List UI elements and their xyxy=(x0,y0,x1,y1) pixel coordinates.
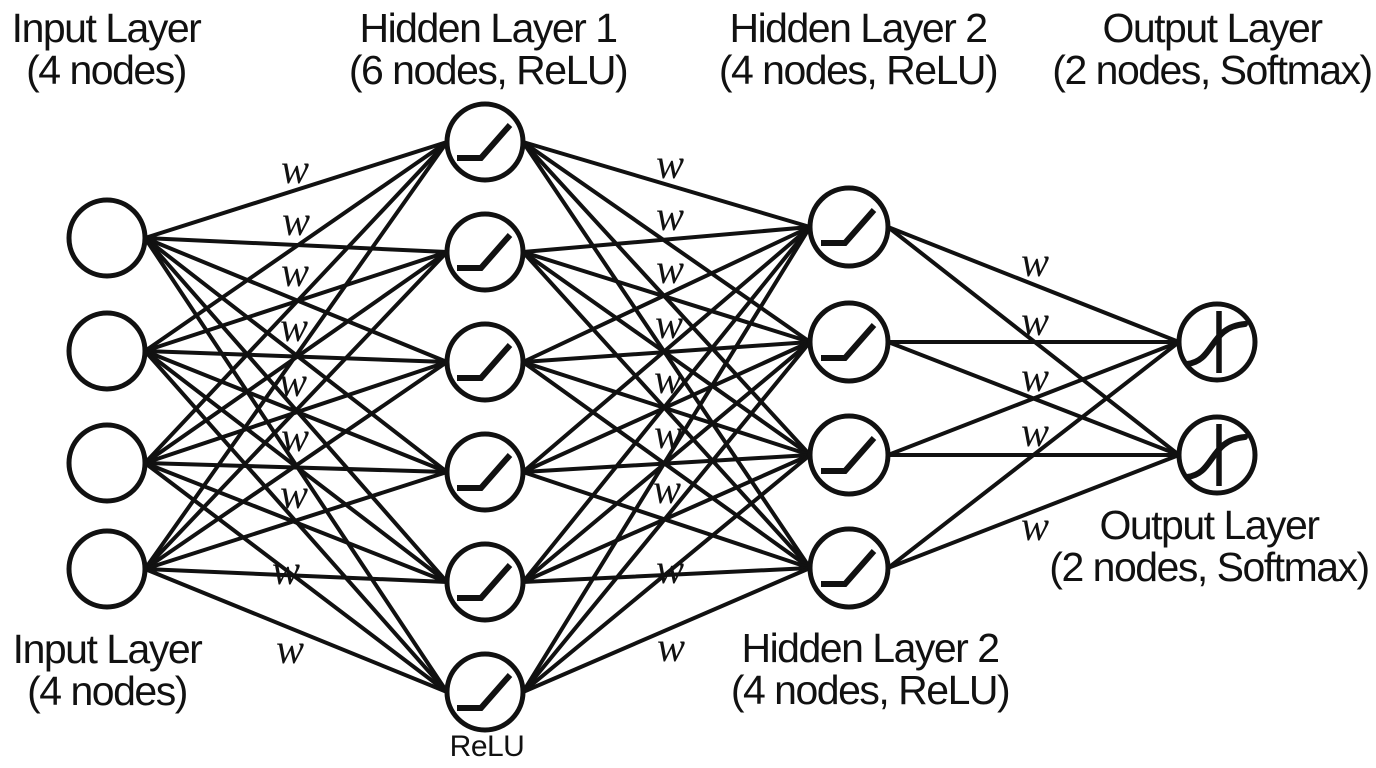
connection-line xyxy=(521,225,812,254)
footer-line: (2 nodes, Softmax) xyxy=(1049,544,1370,590)
header-line: Input Layer xyxy=(11,5,202,51)
relu-glyph xyxy=(821,208,877,246)
footer-line: (4 nodes) xyxy=(27,668,188,714)
hidden-layer-2-header: Hidden Layer 2 (4 nodes, ReLU) xyxy=(718,5,999,93)
connection-line xyxy=(521,566,812,694)
weight-label: w xyxy=(279,472,309,518)
relu-glyph xyxy=(457,673,513,711)
hidden2-node-4 xyxy=(807,526,891,610)
weight-label: w xyxy=(654,302,684,348)
header-line: (4 nodes, ReLU) xyxy=(718,47,999,93)
input-node-3 xyxy=(66,422,148,504)
connection-line xyxy=(143,360,449,571)
footer-line: Input Layer xyxy=(12,626,203,672)
weight-label: w xyxy=(275,627,305,673)
connection-line xyxy=(143,140,449,353)
connection-line xyxy=(886,340,1181,570)
connection-line xyxy=(521,225,812,364)
hidden-layer-1-header: Hidden Layer 1 (6 nodes, ReLU) xyxy=(348,5,629,93)
header-line: (4 nodes) xyxy=(26,47,187,93)
input-layer-footer: Input Layer (4 nodes) xyxy=(12,626,203,714)
weight-label: w xyxy=(655,247,685,293)
weight-label: w xyxy=(280,147,310,193)
connection-line xyxy=(521,225,812,584)
connection-line xyxy=(143,140,449,465)
hidden1-node-3 xyxy=(444,321,526,403)
softmax-glyph-curve xyxy=(1184,321,1248,367)
input-layer-header: Input Layer (4 nodes) xyxy=(11,5,202,93)
weight-label: w xyxy=(653,357,683,403)
weight-label: w xyxy=(280,415,310,461)
hidden2-node-2 xyxy=(807,300,891,384)
weight-label: w xyxy=(1020,410,1050,456)
header-line: (6 nodes, ReLU) xyxy=(348,47,629,93)
connection-line xyxy=(521,225,812,694)
connection-line xyxy=(521,225,812,474)
relu-glyph xyxy=(457,343,513,381)
header-line: Hidden Layer 1 xyxy=(359,5,618,51)
weight-label: w xyxy=(278,360,308,406)
weight-label: w xyxy=(656,625,686,671)
input-node-1 xyxy=(66,197,148,279)
output-layer-header: Output Layer (2 nodes, Softmax) xyxy=(1052,5,1373,93)
weight-label: w xyxy=(281,199,311,245)
connection-line xyxy=(143,470,449,571)
weight-label: w xyxy=(279,305,309,351)
hidden2-node-3 xyxy=(807,413,891,497)
weight-label: w xyxy=(655,142,685,188)
connection-line xyxy=(143,140,449,240)
relu-glyph xyxy=(821,436,877,474)
hidden1-node-1 xyxy=(444,101,526,183)
input-node-4 xyxy=(66,528,148,610)
relu-glyph xyxy=(457,453,513,491)
edges-group xyxy=(143,140,1181,694)
footer-line: Output Layer xyxy=(1099,502,1320,548)
relu-glyph xyxy=(457,563,513,601)
hidden2-node-1 xyxy=(807,185,891,269)
hidden1-node-2 xyxy=(444,211,526,293)
input-node-2 xyxy=(66,310,148,392)
connection-line xyxy=(886,340,1181,457)
weight-label: w xyxy=(271,548,301,594)
header-line: (2 nodes, Softmax) xyxy=(1052,47,1373,93)
weight-label: w xyxy=(1020,355,1050,401)
hidden-layer-2-footer: Hidden Layer 2 (4 nodes, ReLU) xyxy=(730,625,1011,713)
softmax-glyph-curve xyxy=(1184,434,1248,480)
relu-glyph xyxy=(821,323,877,361)
weight-label: w xyxy=(653,412,683,458)
hidden1-node-5 xyxy=(444,541,526,623)
header-line: Output Layer xyxy=(1102,5,1323,51)
weight-label: w xyxy=(652,467,682,513)
connection-line xyxy=(143,140,449,571)
output-layer-footer: Output Layer (2 nodes, Softmax) xyxy=(1049,502,1370,590)
hidden1-node-6 xyxy=(444,651,526,733)
footer-line: (4 nodes, ReLU) xyxy=(730,667,1011,713)
weight-label: w xyxy=(280,250,310,296)
weight-label: w xyxy=(1020,240,1050,286)
nodes-group xyxy=(66,101,1258,733)
weight-label: w xyxy=(655,194,685,240)
relu-caption-text: ReLU xyxy=(449,730,525,763)
connection-line xyxy=(521,453,812,694)
footer-line: Hidden Layer 2 xyxy=(741,625,1000,671)
weight-label: w xyxy=(1020,299,1050,345)
connection-line xyxy=(143,250,449,571)
connection-line xyxy=(521,340,812,694)
header-line: Hidden Layer 2 xyxy=(729,5,988,51)
relu-glyph xyxy=(821,549,877,587)
relu-glyph xyxy=(457,123,513,161)
connection-line xyxy=(521,140,812,344)
connection-line xyxy=(886,453,1181,570)
connection-line xyxy=(886,225,1181,344)
relu-glyph xyxy=(457,233,513,271)
connection-line xyxy=(521,250,812,344)
connection-line xyxy=(143,567,449,584)
weight-label: w xyxy=(1020,504,1050,550)
hidden1-node-4 xyxy=(444,431,526,513)
relu-caption: ReLU xyxy=(450,732,525,762)
weight-label: w xyxy=(655,547,685,593)
connection-line xyxy=(143,567,449,694)
connection-line xyxy=(521,140,812,229)
